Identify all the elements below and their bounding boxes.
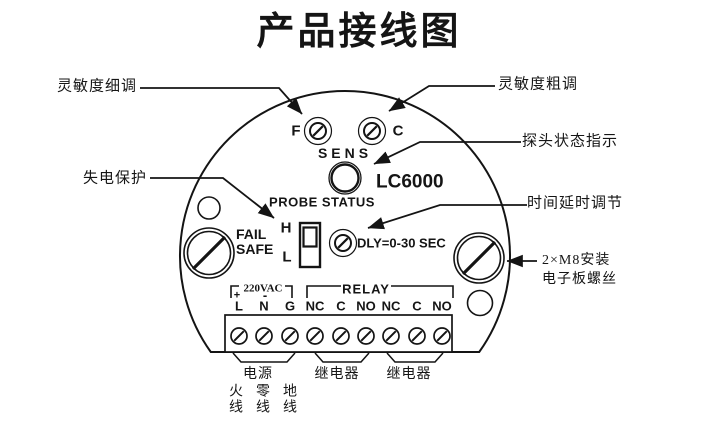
switch-knob [302, 226, 318, 248]
group-label-relay2: 继电器 [386, 367, 432, 382]
screw-slot [461, 240, 497, 276]
terminal-screw [382, 327, 400, 345]
pot-screw [363, 122, 381, 140]
plus-mark: + [233, 289, 241, 302]
coarse-sensitivity-pot [357, 116, 387, 146]
model-label: LC6000 [376, 171, 444, 193]
page-title: 产品接线图 [256, 11, 462, 53]
wire-label-ground: 地线 [281, 383, 296, 415]
callout-mounting-screws-line2: 电子板螺丝 [542, 272, 617, 287]
terminal-screw [408, 327, 426, 345]
pot-slot [337, 237, 349, 249]
pot-bezel [328, 228, 358, 258]
switch-high-label: H [280, 219, 292, 237]
power-group-bracket [232, 352, 296, 363]
leader-coarse-sensitivity [388, 85, 495, 112]
callout-coarse-sensitivity: 灵敏度粗调 [497, 76, 579, 93]
terminal-label-NO2: NO [432, 298, 452, 314]
relay-label: RELAY [342, 281, 390, 297]
terminal-label-NC2: NC [381, 298, 401, 314]
callout-probe-status: 探头状态指示 [521, 133, 619, 150]
led-bezel [328, 161, 362, 195]
terminal-label-L: L [235, 298, 243, 314]
delay-label: DLY=0-30 SEC [357, 235, 446, 251]
probe-status-label: PROBE STATUS [269, 194, 375, 210]
m8-screw-left [183, 227, 235, 279]
delay-pot [328, 228, 358, 258]
terminal-label-G: G [284, 298, 296, 314]
terminal-screw [255, 327, 273, 345]
terminal-screw [281, 327, 299, 345]
fine-pot-letter: F [291, 122, 301, 140]
pot-bezel [303, 116, 333, 146]
callout-time-delay: 时间延时调节 [526, 195, 624, 212]
pot-screw [309, 122, 327, 140]
coarse-pot-letter: C [392, 122, 404, 140]
led-lens [330, 163, 360, 193]
pot-screw [334, 234, 352, 252]
leader-fine-sensitivity [140, 87, 303, 115]
relay1-group-bracket [314, 352, 370, 363]
mounting-hole-top-left [197, 196, 221, 220]
vac-bracket [230, 285, 293, 298]
screw-inner-ring [186, 230, 232, 276]
terminal-screw [357, 327, 375, 345]
terminal-label-C1: C [336, 298, 346, 314]
callout-power-failure: 失电保护 [82, 170, 148, 187]
voltage-label: 220VAC [243, 282, 283, 295]
safe-label: SAFE [236, 241, 274, 257]
screw-slot [191, 235, 227, 271]
failsafe-switch [298, 221, 322, 269]
fine-sensitivity-pot [303, 116, 333, 146]
wire-label-live: 火线 [227, 383, 242, 415]
terminal-screw [306, 327, 324, 345]
terminal-block [224, 314, 453, 353]
terminal-label-NO1: NO [356, 298, 376, 314]
terminal-screw [230, 327, 248, 345]
group-label-relay1: 继电器 [314, 367, 360, 382]
terminal-label-N: N [259, 298, 269, 314]
switch-low-label: L [282, 248, 292, 266]
relay-bracket [306, 285, 454, 298]
pot-slot [366, 125, 378, 137]
pot-slot [312, 125, 324, 137]
sens-label: SENS [317, 145, 373, 161]
mounting-hole-bottom-right [466, 289, 494, 317]
callout-fine-sensitivity: 灵敏度细调 [56, 78, 138, 95]
screw-inner-ring [456, 235, 502, 281]
group-label-power: 电源 [243, 367, 273, 382]
terminal-label-NC1: NC [305, 298, 325, 314]
callout-mounting-screws-line1: 2×M8安装 [542, 253, 611, 268]
wire-label-neutral: 零线 [254, 383, 269, 415]
m8-screw-right [453, 232, 505, 284]
minus-mark: - [262, 287, 268, 303]
terminal-screw [332, 327, 350, 345]
leader-power-failure [150, 177, 275, 219]
pot-bezel [357, 116, 387, 146]
probe-status-led [328, 161, 362, 195]
terminal-screw [433, 327, 451, 345]
terminal-label-C2: C [412, 298, 422, 314]
terminal-screws [230, 327, 451, 345]
leader-time-delay [367, 204, 527, 230]
fail-label: FAIL [236, 226, 267, 242]
leader-probe-status [373, 141, 521, 165]
relay2-group-bracket [386, 352, 444, 363]
